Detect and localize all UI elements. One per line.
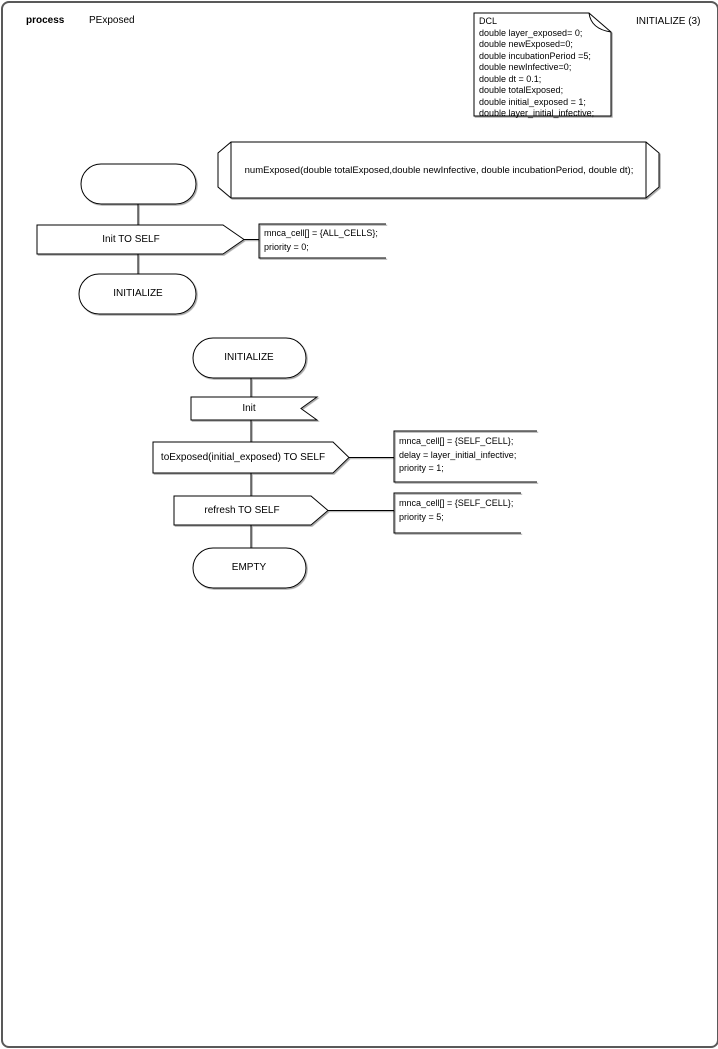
flow2-output-toexposed-shape[interactable] [152, 441, 350, 474]
flow2-output-refresh-label[interactable]: refresh TO SELF [204, 505, 280, 516]
flow2-output-toexposed-label[interactable]: toExposed(initial_exposed) TO SELF [160, 452, 326, 463]
flow2-comment-refresh-text[interactable]: mnca_cell[] = {SELF_CELL}; priority = 5; [399, 498, 514, 522]
flow1-start-state-shape[interactable] [80, 163, 197, 205]
flow1-output-init-label[interactable]: Init TO SELF [102, 234, 160, 245]
flow2-input-init-label[interactable]: Init [242, 403, 256, 414]
flow1-state-initialize-label[interactable]: INITIALIZE [113, 288, 163, 299]
flow1-comment-shape[interactable] [258, 223, 386, 259]
flow2-state-initialize-shape[interactable] [192, 337, 307, 379]
dcl-note-text[interactable]: DCL double layer_exposed= 0; double newE… [479, 16, 595, 118]
flow2-output-refresh-shape[interactable] [173, 495, 329, 526]
flow2-input-init-shape[interactable] [190, 396, 319, 421]
flow1-comment-text[interactable]: mnca_cell[] = {ALL_CELLS}; priority = 0; [264, 228, 378, 252]
diagram-canvas [36, 12, 660, 589]
process-kind-label: process [26, 15, 65, 26]
process-name[interactable]: PExposed [89, 15, 135, 26]
flow2-state-empty-shape[interactable] [192, 547, 307, 589]
dcl-note-fold-icon [588, 12, 612, 33]
corner-tag-label: INITIALIZE (3) [636, 16, 701, 27]
flow2-comment-toexposed-text[interactable]: mnca_cell[] = {SELF_CELL}; delay = layer… [399, 436, 517, 473]
flow2-comment-toexposed-shape[interactable] [393, 430, 537, 483]
flow2-state-initialize-label[interactable]: INITIALIZE [224, 352, 274, 363]
signature-label[interactable]: numExposed(double totalExposed,double ne… [244, 165, 634, 176]
flow1-output-init-shape[interactable] [36, 224, 245, 255]
dcl-note-shape[interactable] [473, 12, 612, 117]
flow1-state-initialize-shape[interactable] [78, 273, 197, 315]
flow2-state-empty-label[interactable]: EMPTY [231, 562, 267, 573]
flow2-comment-refresh-shape[interactable] [393, 492, 521, 534]
